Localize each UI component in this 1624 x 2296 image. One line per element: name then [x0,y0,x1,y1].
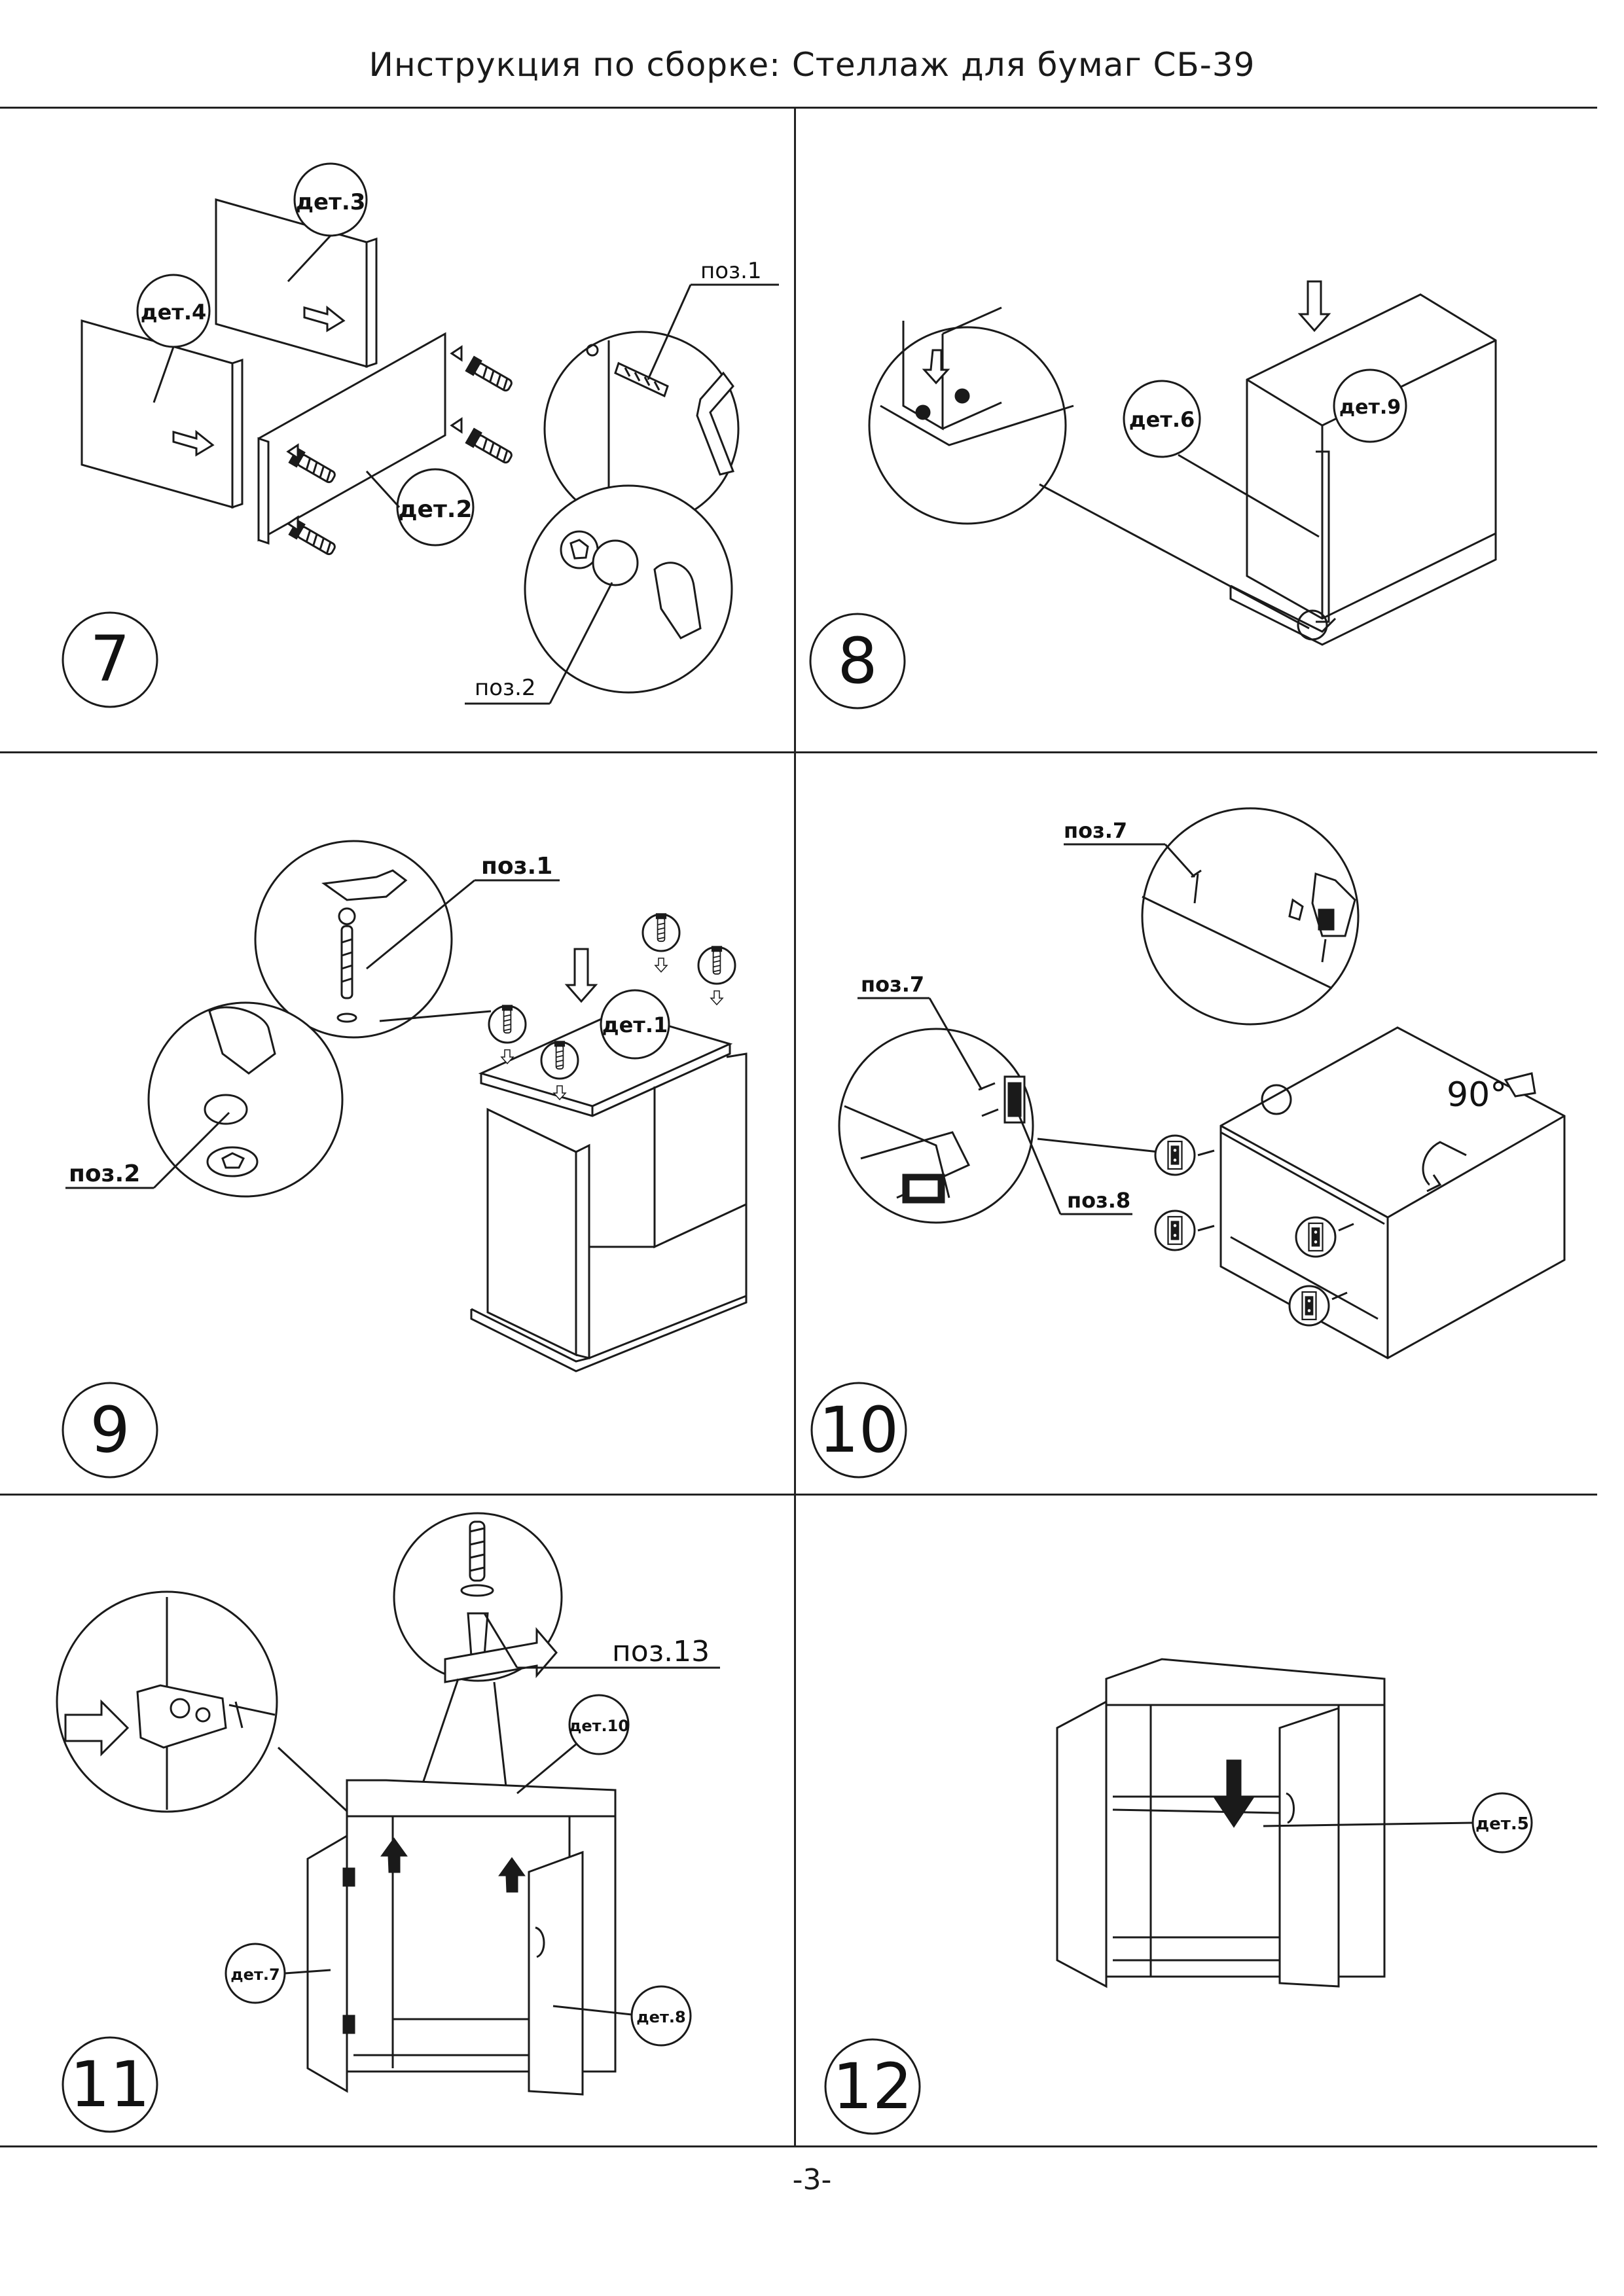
label-poz13: поз.13 [612,1635,710,1668]
callout-det1 [600,989,670,1060]
label-poz2-9: поз.2 [69,1160,140,1187]
cabinet-open-doors-drawing [306,1779,617,2096]
screw-callouts-9 [488,913,736,1100]
hinge-detail-drawing [64,1597,276,1810]
step-12-panel [824,1658,1533,2135]
label-det8: дет.8 [636,2008,685,2026]
bracket-detail-2-drawing [844,1075,1026,1204]
callout-det6 [1123,380,1201,458]
label-poz7-b: поз.7 [861,972,924,997]
cap-detail-drawing [560,530,702,639]
label-det4: дет.4 [141,300,207,325]
callout-det8 [630,1985,692,2047]
label-det2: дет.2 [398,496,472,523]
detail-circle-cap-9 [147,1001,344,1198]
step-number-11-circle [62,2036,158,2133]
row-divider-2 [0,1494,1597,1496]
step-9-panel [62,840,748,1479]
foot-detail-drawing [880,306,1074,446]
cabinet-det9-drawing [1229,280,1497,646]
screw-detail-drawing [586,340,735,511]
step-number-8: 8 [837,624,877,698]
detail-circle-cap [524,484,733,694]
step-7-panel [62,162,779,708]
cabinet-shelf-drawing [1056,1658,1386,1988]
detail-circle-foot [868,326,1067,525]
step-number-10-circle [810,1382,907,1479]
footer-rule [0,2145,1597,2147]
label-det7: дет.7 [230,1965,280,1984]
step-number-8-circle [809,613,906,709]
label-poz8: поз.8 [1067,1188,1130,1213]
bracket-detail-drawing [1142,869,1356,990]
panel-det3-drawing [215,198,378,368]
detail-circle-bracket [1141,807,1360,1026]
label-poz1-9: поз.1 [481,853,552,880]
row-divider-1 [0,751,1597,753]
step-number-9: 9 [90,1393,130,1467]
page-number: -3- [792,2163,832,2197]
cabinet-on-back-drawing [1219,1026,1566,1359]
label-90deg: 90° [1447,1075,1507,1115]
step-number-11: 11 [70,2048,150,2121]
label-det10: дет.10 [569,1717,629,1735]
label-det5: дет.5 [1475,1814,1529,1834]
label-poz1: поз.1 [700,258,762,284]
panel-det4-drawing [81,319,244,509]
step-number-7-circle [62,611,158,708]
cap-detail-9-drawing [204,1006,276,1177]
label-det3: дет.3 [296,189,366,215]
callout-det2 [396,468,475,547]
dowel-group [286,345,515,558]
panel-det2-drawing [257,332,446,545]
step-8-panel [809,280,1497,709]
handle-detail-drawing [444,1520,558,1683]
screw-detail-9-drawing [321,869,408,1023]
step-10-panel [810,807,1566,1479]
detail-circle-handle [393,1512,563,1682]
detail-circle-bracket-2 [838,1028,1034,1224]
step-11-panel [56,1512,720,2133]
bracket-icons-10 [1154,1134,1354,1327]
header-rule [0,107,1597,109]
step-number-7: 7 [90,622,130,696]
callout-det10 [568,1694,630,1755]
column-divider [794,107,796,2147]
label-det9: дет.9 [1339,396,1401,419]
label-det6: дет.6 [1129,407,1195,432]
label-poz2: поз.2 [475,675,536,701]
step-number-9-circle [62,1382,158,1479]
step-number-12: 12 [833,2050,912,2123]
step-number-10: 10 [819,1393,899,1467]
callout-det9 [1333,368,1407,443]
detail-circle-screw-9 [254,840,453,1039]
label-det1: дет.1 [602,1013,668,1037]
step-number-12-circle [824,2038,921,2135]
label-poz7-a: поз.7 [1064,818,1127,843]
page-title: Инструкция по сборке: Стеллаж для бумаг … [369,46,1255,84]
